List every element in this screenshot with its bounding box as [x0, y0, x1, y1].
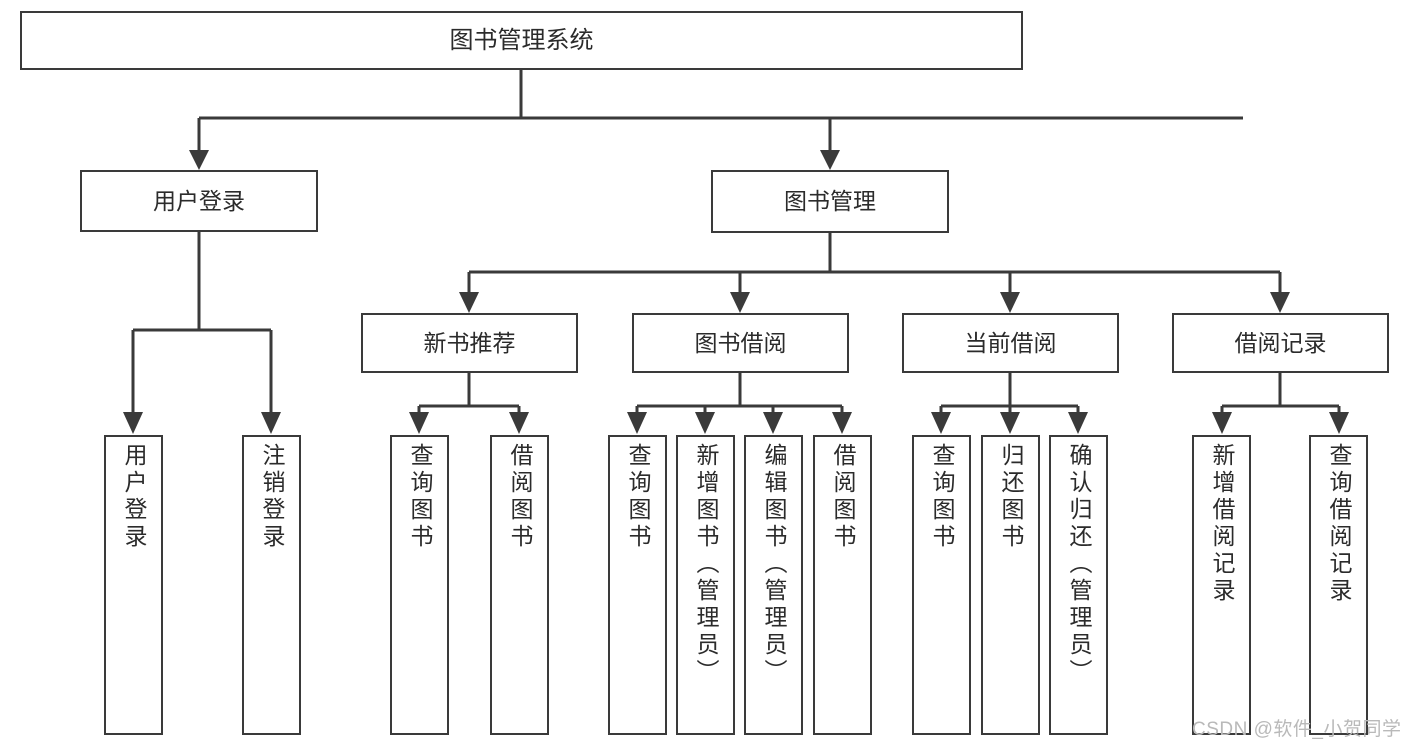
- arrowhead-book-management: [820, 150, 840, 170]
- node-leaf-add-book[interactable]: 新增图书（管理员）: [676, 435, 735, 735]
- node-label: 用户登录: [121, 443, 147, 551]
- arrowhead-user-login: [189, 150, 209, 170]
- arrowhead-current-borrow-leaf3: [1068, 412, 1088, 434]
- arrowhead-current-borrow: [1000, 292, 1020, 313]
- node-label: 借阅图书: [830, 443, 856, 551]
- node-label: 查询图书: [407, 443, 433, 551]
- node-book-borrow[interactable]: 图书借阅: [632, 313, 849, 373]
- node-label: 借阅记录: [1234, 329, 1327, 356]
- node-label: 当前借阅: [964, 329, 1057, 356]
- arrowhead-user-login-leaf1: [123, 412, 143, 434]
- node-label: 新增图书（管理员）: [693, 443, 719, 686]
- arrowhead-borrow-record-leaf1: [1212, 412, 1232, 434]
- node-label: 图书管理系统: [449, 26, 594, 54]
- node-label: 编辑图书（管理员）: [761, 443, 787, 686]
- node-leaf-borrow-book-2[interactable]: 借阅图书: [813, 435, 872, 735]
- node-leaf-user-login[interactable]: 用户登录: [104, 435, 163, 735]
- arrowhead-book-borrow-leaf1: [627, 412, 647, 434]
- node-book-management[interactable]: 图书管理: [711, 170, 949, 233]
- node-current-borrow[interactable]: 当前借阅: [902, 313, 1119, 373]
- node-label: 用户登录: [153, 187, 245, 214]
- arrowhead-new-book-leaf2: [509, 412, 529, 434]
- arrowhead-book-borrow-leaf4: [832, 412, 852, 434]
- arrowhead-borrow-record: [1270, 292, 1290, 313]
- node-new-book-recommend[interactable]: 新书推荐: [361, 313, 578, 373]
- node-label: 查询图书: [625, 443, 651, 551]
- arrowhead-user-login-leaf2: [261, 412, 281, 434]
- arrowhead-book-borrow: [730, 292, 750, 313]
- arrowhead-book-borrow-leaf3: [763, 412, 783, 434]
- node-label: 新增借阅记录: [1209, 443, 1235, 605]
- node-borrow-record[interactable]: 借阅记录: [1172, 313, 1389, 373]
- node-leaf-user-logout[interactable]: 注销登录: [242, 435, 301, 735]
- node-leaf-borrow-book-1[interactable]: 借阅图书: [490, 435, 549, 735]
- node-leaf-return-book[interactable]: 归还图书: [981, 435, 1040, 735]
- node-label: 注销登录: [259, 443, 285, 551]
- csdn-watermark: CSDN @软件_小贺同学: [1192, 719, 1402, 740]
- node-leaf-query-book-3[interactable]: 查询图书: [912, 435, 971, 735]
- node-root-book-management-system[interactable]: 图书管理系统: [20, 11, 1023, 70]
- node-user-login[interactable]: 用户登录: [80, 170, 318, 232]
- arrowhead-current-borrow-leaf1: [931, 412, 951, 434]
- node-label: 归还图书: [998, 443, 1024, 551]
- arrowhead-current-borrow-leaf2: [1000, 412, 1020, 434]
- node-leaf-query-book-1[interactable]: 查询图书: [390, 435, 449, 735]
- node-leaf-query-book-2[interactable]: 查询图书: [608, 435, 667, 735]
- arrowhead-borrow-record-leaf2: [1329, 412, 1349, 434]
- node-label: 图书管理: [784, 188, 876, 215]
- arrowhead-new-book-leaf1: [409, 412, 429, 434]
- node-label: 确认归还（管理员）: [1066, 443, 1092, 686]
- node-label: 查询图书: [929, 443, 955, 551]
- node-leaf-edit-book[interactable]: 编辑图书（管理员）: [744, 435, 803, 735]
- node-leaf-query-record[interactable]: 查询借阅记录: [1309, 435, 1368, 735]
- node-leaf-add-record[interactable]: 新增借阅记录: [1192, 435, 1251, 735]
- node-label: 新书推荐: [423, 329, 516, 356]
- node-leaf-confirm-return[interactable]: 确认归还（管理员）: [1049, 435, 1108, 735]
- node-label: 查询借阅记录: [1326, 443, 1352, 605]
- arrowhead-new-book: [459, 292, 479, 313]
- node-label: 图书借阅: [694, 329, 787, 356]
- node-label: 借阅图书: [507, 443, 533, 551]
- arrowhead-book-borrow-leaf2: [695, 412, 715, 434]
